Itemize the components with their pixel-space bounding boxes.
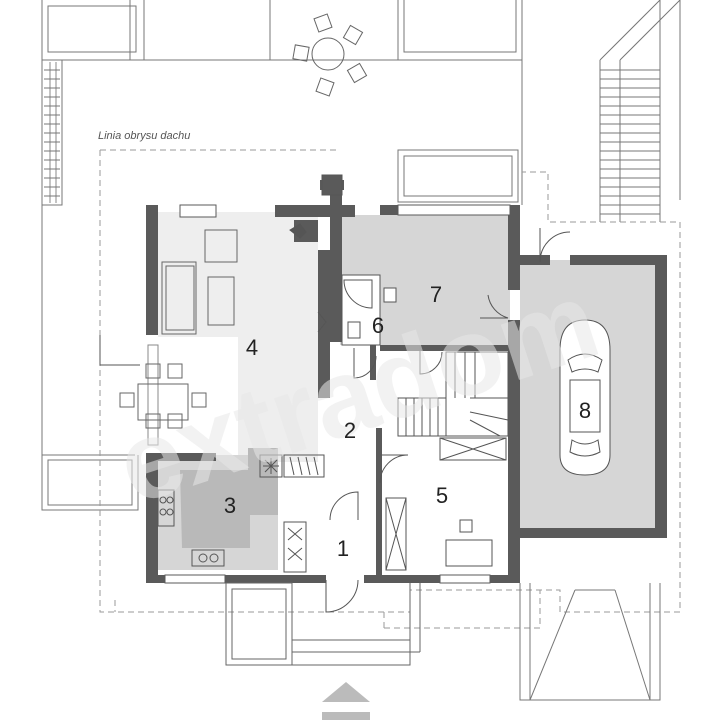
room-number-4: 4 (246, 335, 258, 360)
pergola-right (599, 0, 681, 222)
outdoor-table (292, 13, 368, 97)
room-number-1: 1 (337, 536, 349, 561)
entrance-arrow (322, 682, 370, 720)
fireplace (289, 174, 343, 333)
entrance (225, 582, 421, 666)
car-icon (559, 319, 611, 476)
room-numbers: 1 2 3 4 5 6 7 8 (224, 282, 591, 561)
driveway (519, 583, 661, 701)
dining-set (119, 363, 207, 429)
room-number-8: 8 (579, 398, 591, 423)
roof-outline (99, 149, 681, 629)
room5-fixtures (385, 497, 493, 571)
room-number-3: 3 (224, 493, 236, 518)
room-number-6: 6 (372, 313, 384, 338)
pergola-slats (44, 69, 660, 215)
windows (147, 204, 511, 584)
kitchen-fixtures (157, 454, 325, 573)
hall-fill (238, 212, 318, 462)
terrace-outline (41, 0, 523, 511)
staircase (397, 351, 509, 461)
kitchen-island (180, 448, 278, 548)
doors (99, 228, 571, 613)
room-number-5: 5 (436, 483, 448, 508)
bathroom-fixtures (341, 274, 397, 346)
living-furniture (161, 229, 238, 335)
roof-outline-label: Linia obrysu dachu (98, 130, 190, 142)
walls (146, 180, 667, 583)
room-number-2: 2 (344, 418, 356, 443)
room-number-7: 7 (430, 282, 442, 307)
